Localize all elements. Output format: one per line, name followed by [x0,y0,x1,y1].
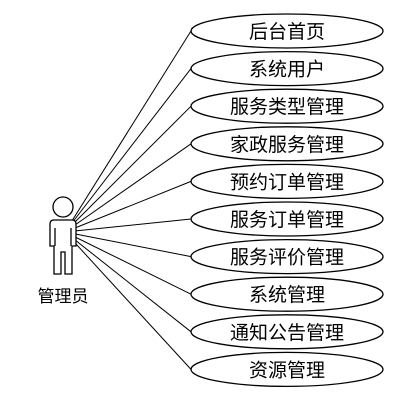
association-line [64,30,192,233]
use-case-ellipse [190,88,384,124]
use-case-ellipse [190,126,384,162]
use-case-label: 后台首页 [249,21,325,43]
use-case: 资源管理 [190,351,384,388]
use-case: 通知公告管理 [190,314,384,350]
use-case-label: 服务订单管理 [230,209,344,231]
actor-head [52,196,74,218]
actor-body [49,219,77,275]
association-line [64,231,192,258]
use-case: 后台首页 [190,13,384,49]
association-line [64,105,192,233]
use-case-label: 服务评价管理 [230,247,344,269]
use-case-ellipse [190,276,384,312]
association-line [64,68,192,233]
use-case-label: 系统用户 [249,59,325,81]
use-case: 预约订单管理 [190,163,384,200]
actor-label: 管理员 [38,287,89,307]
association-line [64,180,192,233]
use-case-ellipse [190,314,384,350]
use-case: 服务评价管理 [190,238,384,275]
association-line [64,218,192,233]
use-case: 系统用户 [190,50,384,87]
association-line [64,231,192,370]
use-case-label: 资源管理 [249,359,325,381]
use-case-label: 服务类型管理 [230,96,344,118]
association-line [64,231,192,295]
association-line [64,143,192,233]
use-case-ellipse [190,13,384,49]
use-case-label: 通知公告管理 [230,322,344,344]
actor-administrator: 管理员 [38,196,89,307]
use-case: 服务订单管理 [190,201,384,237]
use-case-label: 预约订单管理 [230,171,344,193]
use-case-list: 后台首页系统用户服务类型管理家政服务管理预约订单管理服务订单管理服务评价管理系统… [190,13,384,388]
use-case-ellipse [190,50,384,87]
use-case: 家政服务管理 [190,126,384,162]
use-case-label: 家政服务管理 [230,134,344,156]
use-case: 服务类型管理 [190,88,384,124]
use-case-ellipse [190,201,384,237]
use-case-ellipse [190,351,384,388]
use-case-ellipse [190,238,384,275]
use-case: 系统管理 [190,276,384,312]
use-case-ellipse [190,163,384,200]
use-case-label: 系统管理 [249,284,325,306]
association-lines [64,30,192,370]
association-line [64,231,192,333]
